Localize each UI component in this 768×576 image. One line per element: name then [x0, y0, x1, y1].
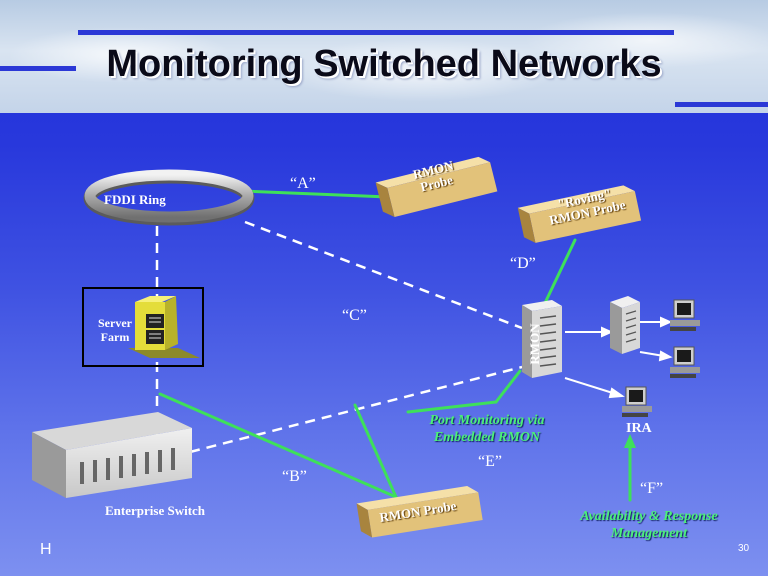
page-number: 30	[738, 543, 750, 554]
title-bar-right	[675, 102, 768, 107]
arrow-right-icon	[608, 387, 625, 399]
green-link-e	[406, 400, 498, 414]
sky-banner	[0, 0, 768, 113]
enterprise-switch-label: Enterprise Switch	[105, 503, 206, 518]
workstation-icon	[670, 346, 700, 378]
rmon-probe-bottom-icon	[356, 486, 483, 538]
green-link-probe-tap	[353, 403, 398, 499]
green-link-b	[158, 392, 398, 499]
footer-letter: H	[40, 541, 52, 558]
connection-b-label: “B”	[282, 468, 307, 485]
arrow-right-icon	[601, 326, 614, 338]
connection-d-label: “D”	[510, 255, 536, 272]
server-farm-icon	[128, 296, 200, 358]
title-bar-top	[78, 30, 674, 35]
connection-e-label: “E”	[478, 453, 502, 470]
enterprise-switch-icon	[32, 412, 192, 498]
arrow-f-icon	[624, 434, 636, 448]
connection-f-label: “F”	[640, 480, 664, 497]
white-arrows	[564, 316, 673, 399]
workstation-icon	[670, 299, 700, 331]
port-monitoring-note: Port Monitoring via Embedded RMON	[429, 413, 545, 445]
server-tower-icon	[610, 296, 640, 354]
ira-label: IRA	[626, 421, 652, 436]
green-link-d	[543, 238, 577, 305]
server-farm-box	[82, 287, 204, 367]
arrow-right-icon	[658, 350, 673, 362]
slide-title: Monitoring Switched Networks	[106, 43, 662, 85]
green-link-e-arrow	[494, 369, 522, 404]
rmon-switch-icon	[522, 300, 562, 378]
green-links	[158, 189, 636, 502]
ira-workstation-icon	[622, 386, 652, 417]
server-farm-label: Server Farm	[98, 316, 132, 344]
rmon-probe-top-icon	[375, 156, 498, 217]
dashed-link-c	[244, 220, 523, 330]
rmon-switch-label: RMON	[527, 323, 542, 365]
connection-c-label: “C”	[342, 307, 367, 324]
fddi-ring-label: FDDI Ring	[104, 192, 166, 207]
availability-note: Availability & Response Management	[580, 509, 718, 541]
fddi-ring-icon	[83, 169, 255, 226]
roving-probe-icon	[517, 185, 642, 243]
arrow-right-icon	[660, 316, 673, 328]
title-bar-left	[0, 66, 76, 71]
connection-a-label: “A”	[290, 175, 316, 192]
green-link-a	[240, 189, 390, 199]
